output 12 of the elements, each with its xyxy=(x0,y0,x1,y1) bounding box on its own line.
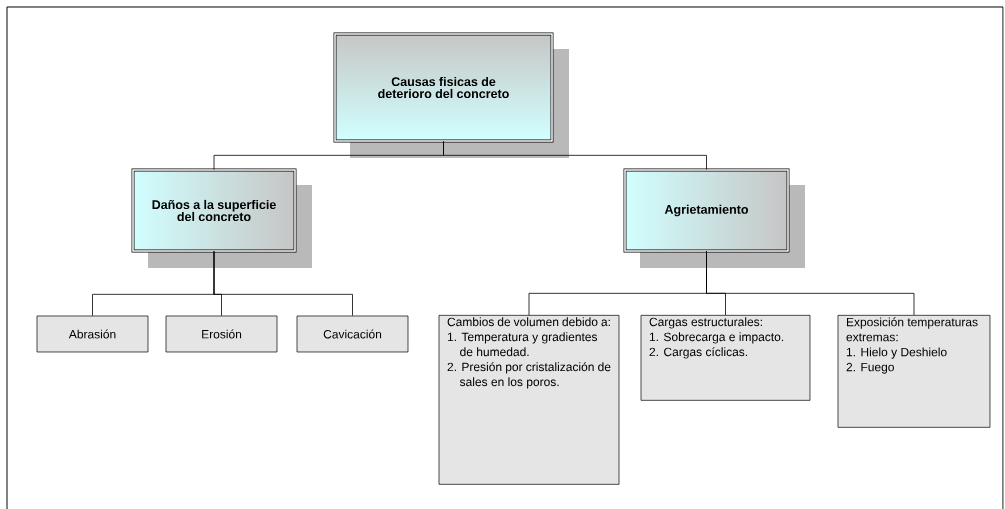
category-box: Agrietamiento xyxy=(623,168,805,268)
item-box: Abrasión xyxy=(36,315,149,353)
item-box: Cavicación xyxy=(296,315,409,353)
connector xyxy=(443,140,707,171)
connector xyxy=(213,250,353,317)
title-box: Causas fisicas de deterioro del concreto xyxy=(333,32,569,158)
item-box: Erosión xyxy=(165,315,278,353)
list-box: Cambios de volumen debido a: 1. Temperatura y gradientes de humedad. 2. Presión por cristalización de sales en los poros. xyxy=(438,315,620,485)
connector xyxy=(706,250,915,316)
category-box: Daños a la superficie del concreto xyxy=(131,168,312,268)
list-box: Cargas estructurales: 1. Sobrecarga e impacto. 2. Cargas cíclicas. xyxy=(640,315,811,401)
list-box: Exposición temperaturas extremas: 1. Hielo y Deshielo 2. Fuego xyxy=(837,315,991,428)
